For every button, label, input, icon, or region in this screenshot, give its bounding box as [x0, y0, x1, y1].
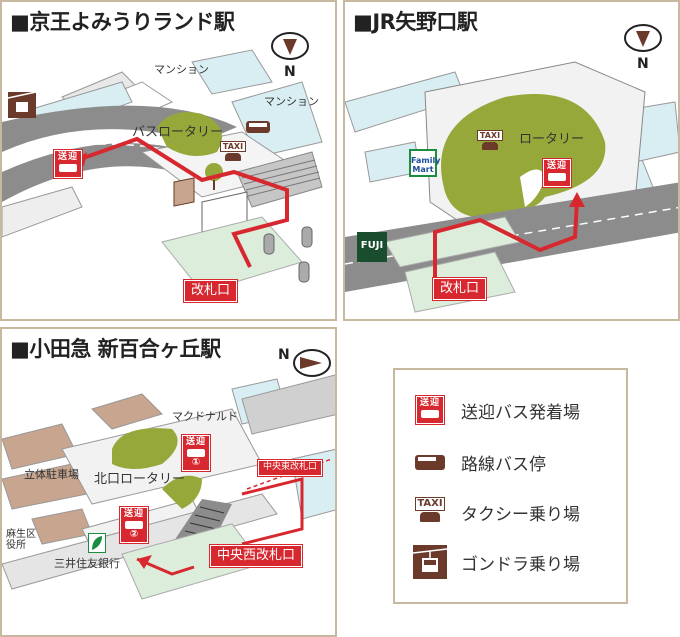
pickup-bus-stop-icon: 送迎 — [413, 393, 447, 427]
yano-compass: N — [623, 22, 663, 74]
odakyu-parking-label: 立体駐車場 — [24, 468, 79, 481]
fuji-supermarket-logo-icon: FUJI — [357, 232, 387, 262]
legend-row-taxi: TAXI タクシー乗り場 — [413, 492, 580, 532]
smbc-bank-logo-icon — [88, 533, 106, 553]
keio-mansion-label-2: マンション — [264, 95, 319, 108]
keio-mansion-label-1: マンション — [154, 63, 209, 76]
compass-arrow-icon — [293, 349, 331, 377]
yano-rotary-label: ロータリー — [519, 132, 585, 147]
legend-row-route-bus: 路線バス停 — [413, 442, 546, 482]
odakyu-asao-office-label: 麻生区役所 — [6, 529, 36, 551]
legend-label: タクシー乗り場 — [461, 504, 580, 525]
compass-arrow-icon — [624, 24, 662, 52]
compass-arrow-icon — [271, 32, 309, 60]
odakyu-station-title: ■小田急 新百合ヶ丘駅 — [10, 337, 221, 361]
keio-ticket-gate-label: 改札口 — [184, 280, 238, 303]
odakyu-smbc-label: 三井住友銀行 — [54, 557, 120, 570]
keio-north-label: N — [284, 64, 296, 80]
taxi-icon: TAXI — [413, 495, 447, 529]
yano-panel: ■JR矢野口駅 N TAXI ロータリー 送迎 Family Mart FUJI… — [343, 0, 680, 321]
legend-row-gondola: ゴンドラ乗り場 — [412, 542, 580, 582]
yano-north-label: N — [637, 56, 649, 72]
keio-panel: ■京王よみうりランド駅 N マンション マンション バスロータリー TAXI 送… — [0, 0, 337, 321]
gondola-icon-graphic — [412, 545, 448, 579]
yano-ticket-gate-label: 改札口 — [433, 278, 487, 301]
legend-row-pickup-bus: 送迎 送迎バス発着場 — [413, 390, 580, 430]
odakyu-north-rotary-label: 北口ロータリー — [94, 472, 186, 487]
legend-label: 送迎バス発着場 — [461, 402, 580, 423]
taxi-icon: TAXI — [220, 141, 246, 161]
familymart-logo-icon: Family Mart — [409, 149, 440, 177]
odakyu-compass: N — [278, 343, 334, 383]
legend-label: ゴンドラ乗り場 — [461, 554, 580, 575]
odakyu-central-east-gate-label: 中央東改札口 — [258, 460, 323, 476]
keio-bus-rotary-label: バスロータリー — [132, 125, 224, 140]
gondola-icon — [412, 545, 448, 579]
odakyu-central-west-gate-label: 中央西改札口 — [210, 545, 303, 568]
yano-map — [345, 61, 678, 313]
keio-station-title: ■京王よみうりランド駅 — [10, 10, 235, 34]
route-bus-icon — [413, 445, 447, 479]
legend-label: 路線バス停 — [461, 454, 546, 475]
keio-map — [2, 49, 323, 293]
route-bus-icon — [246, 121, 270, 133]
keio-compass: N — [270, 30, 310, 82]
yano-station-title: ■JR矢野口駅 — [353, 10, 478, 34]
keio-pickup-bus-stop: 送迎 — [54, 150, 82, 178]
odakyu-north-label: N — [278, 347, 290, 363]
taxi-icon: TAXI — [477, 130, 503, 150]
map-legend: 送迎 送迎バス発着場 路線バス停 TAXI タクシー乗り場 ゴンドラ乗り場 — [393, 368, 628, 604]
smbc-leaf-icon — [92, 536, 102, 550]
yano-pickup-bus-stop: 送迎 — [543, 159, 571, 187]
odakyu-mcdonalds-label: マクドナルド — [172, 410, 238, 423]
